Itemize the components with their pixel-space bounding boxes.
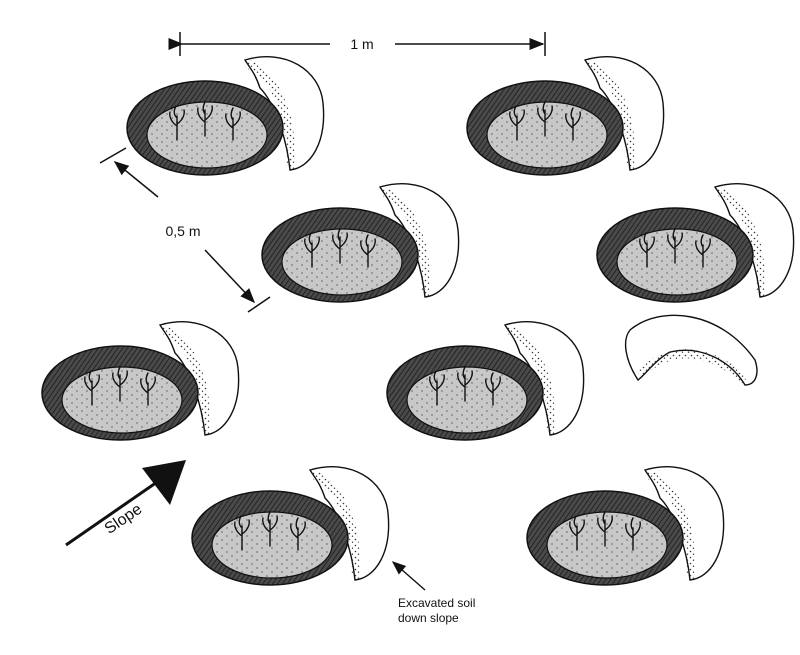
soil-note-label: Excavated soil down slope	[398, 596, 479, 625]
width-dimension-label: 1 m	[350, 36, 373, 52]
soil-mound-icon	[626, 315, 757, 385]
planting-pit-2	[467, 57, 664, 175]
planting-pit-3	[262, 184, 459, 302]
planting-pit-6	[387, 322, 584, 440]
slope-arrow	[66, 460, 186, 545]
planting-pit-7	[192, 467, 389, 585]
planting-pit-4	[597, 184, 794, 302]
planting-pit-8	[527, 467, 724, 585]
planting-pit-5	[42, 322, 239, 440]
planting-pit-1	[127, 57, 324, 175]
soil-note-pointer	[393, 562, 425, 590]
diagonal-spacing-label: 0,5 m	[165, 223, 200, 239]
